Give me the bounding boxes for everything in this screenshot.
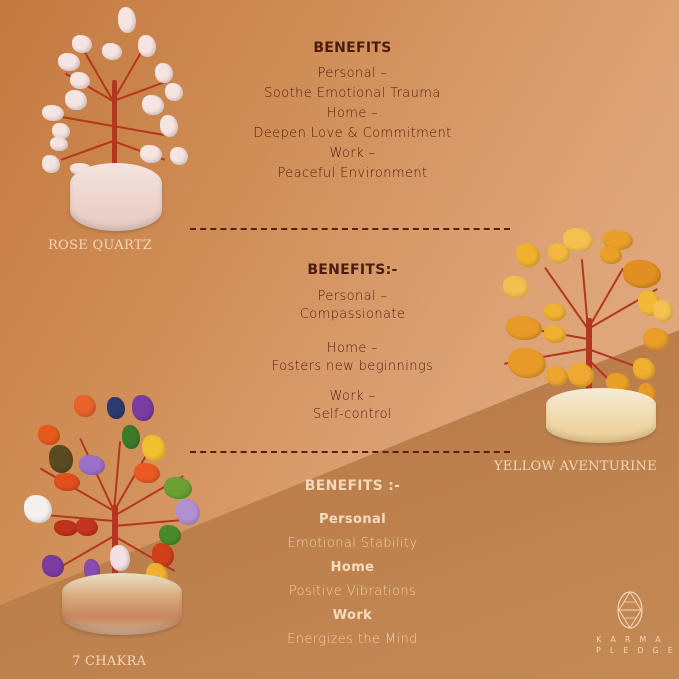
benefit-value-work: Energizes the Mind [287,632,418,647]
benefit-value-personal: Emotional Stability [287,536,418,551]
dashed-divider-2 [190,451,510,453]
brand-logo: KARMA PLEDGE [590,590,679,656]
crystal-globe-icon [617,591,643,629]
benefits-section-yellow-aventurine: BENEFITS:- Personal – Compassionate Home… [190,262,515,424]
benefits-section-7-chakra: BENEFITS :- Personal Emotional Stability… [190,478,515,652]
rose-quartz-tree-image [30,5,190,231]
dashed-divider-1 [190,228,510,230]
brand-name-line-2: PLEDGE [596,646,679,655]
section-heading: BENEFITS:- [307,262,398,278]
benefit-label-work: Work – [329,146,376,161]
brand-name-line-1: KARMA [596,635,670,644]
product-label-yellow-aventurine: YELLOW AVENTURINE [494,459,657,474]
benefit-label-personal: Personal – [317,289,388,304]
benefit-value-home: Deepen Love & Commitment [253,126,452,141]
benefit-label-work: Work – [329,389,376,404]
benefit-label-home: Home – [326,106,379,121]
section-heading: BENEFITS [313,40,392,56]
benefit-label-personal: Personal – [317,66,388,81]
section-heading: BENEFITS :- [304,478,401,494]
benefit-value-personal: Compassionate [299,307,406,322]
benefit-label-home: Home – [326,341,379,356]
benefit-value-personal: Soothe Emotional Trauma [264,86,441,101]
benefit-label-personal: Personal [318,512,387,527]
benefit-value-work: Self-control [313,407,392,422]
yellow-aventurine-tree-image [488,218,673,443]
benefit-value-home: Positive Vibrations [288,584,417,599]
seven-chakra-tree-image [14,395,209,640]
benefits-section-rose-quartz: BENEFITS Personal – Soothe Emotional Tra… [190,40,515,184]
benefit-value-work: Peaceful Environment [277,166,428,181]
benefit-label-home: Home [330,560,375,575]
product-label-rose-quartz: ROSE QUARTZ [48,238,153,253]
benefit-value-home: Fosters new beginnings [271,359,434,374]
benefit-label-work: Work [332,608,373,623]
product-label-7-chakra: 7 CHAKRA [72,654,147,669]
